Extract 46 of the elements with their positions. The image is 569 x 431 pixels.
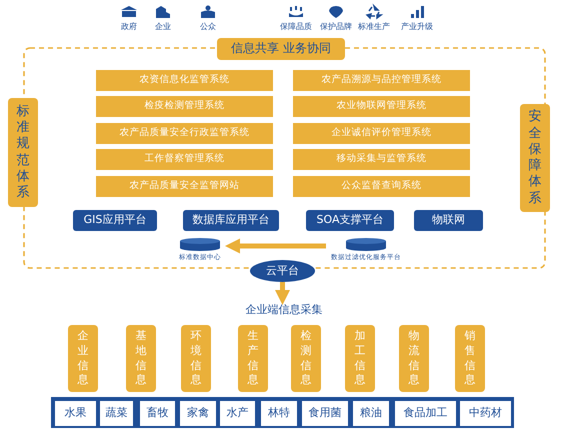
- platform-box: 物联网: [414, 210, 483, 231]
- category-cell: 粮油: [353, 401, 389, 426]
- category-cell: 家禽: [180, 401, 216, 426]
- side-box: 安全保障体系: [520, 104, 550, 212]
- icon-label: 公众: [199, 21, 217, 32]
- info-box: 基地信息: [126, 325, 156, 392]
- category-cell: 食品加工: [395, 401, 456, 426]
- info-box: 检测信息: [291, 325, 321, 392]
- icon-label: 企业: [154, 21, 172, 32]
- system-box: 移动采集与监管系统: [293, 149, 470, 170]
- category-cell: 水果: [55, 401, 96, 426]
- icon-label: 标准生产: [357, 21, 391, 32]
- cloud-platform-ellipse: 云平台: [250, 260, 315, 282]
- category-cell: 蔬菜: [100, 401, 133, 426]
- side-box: 标准规范体系: [8, 98, 38, 207]
- system-box: 工作督察管理系统: [96, 149, 273, 170]
- icon-label: 保护品牌: [319, 21, 353, 32]
- icon-label: 产业升级: [400, 21, 434, 32]
- category-cell: 林特: [261, 401, 297, 426]
- system-box: 检疫检测管理系统: [96, 96, 273, 117]
- category-cell: 畜牧: [140, 401, 175, 426]
- platform-box: SOA支撑平台: [306, 210, 394, 231]
- info-box: 加工信息: [345, 325, 375, 392]
- platform-box: GIS应用平台: [73, 210, 157, 231]
- system-box: 公众监督查询系统: [293, 176, 470, 197]
- arrow: [275, 282, 290, 305]
- system-box: 农资信息化监管系统: [96, 70, 273, 91]
- system-box: 企业诚信评价管理系统: [293, 123, 470, 144]
- system-box: 农产品溯源与品控管理系统: [293, 70, 470, 91]
- arrow: [225, 238, 326, 254]
- info-box: 物流信息: [399, 325, 429, 392]
- category-cell: 食用菌: [302, 401, 348, 426]
- category-cell: 中药材: [460, 401, 511, 426]
- icon-label: 保障品质: [279, 21, 313, 32]
- category-cell: 水产: [220, 401, 255, 426]
- icon-label: 政府: [120, 21, 138, 32]
- banner-box: 信息共享 业务协同: [217, 38, 345, 60]
- system-box: 农业物联网管理系统: [293, 96, 470, 117]
- info-box: 销售信息: [455, 325, 485, 392]
- platform-box: 数据库应用平台: [183, 210, 279, 231]
- info-box: 企业信息: [68, 325, 98, 392]
- system-box: 农产品质量安全监管网站: [96, 176, 273, 197]
- info-box: 环境信息: [181, 325, 211, 392]
- system-box: 农产品质量安全行政监管系统: [96, 123, 273, 144]
- category-band: [51, 397, 514, 428]
- info-box: 生产信息: [238, 325, 268, 392]
